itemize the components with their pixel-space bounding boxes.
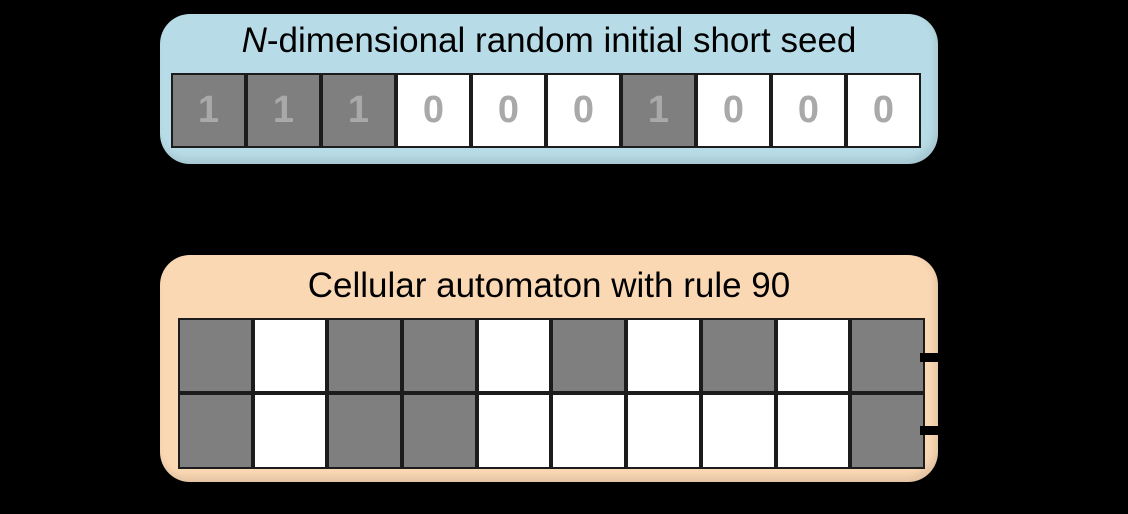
seed-cell-value: 0 xyxy=(797,89,820,131)
seed-title-text: -dimensional random initial short seed xyxy=(266,21,857,60)
ca-cell xyxy=(476,393,552,469)
seed-cell: 0 xyxy=(846,73,921,148)
ca-cell xyxy=(551,318,627,394)
seed-cell-value: 1 xyxy=(272,89,295,131)
seed-cell-value: 0 xyxy=(872,89,895,131)
seed-cell: 1 xyxy=(621,73,696,148)
cellular-automaton-panel-title: Cellular automaton with rule 90 xyxy=(307,266,791,305)
seed-cell-value: 1 xyxy=(347,89,370,131)
seed-cell: 0 xyxy=(696,73,771,148)
seed-cell-value: 0 xyxy=(572,89,595,131)
seed-cell: 0 xyxy=(471,73,546,148)
ca-cell xyxy=(252,393,328,469)
seed-cell: 0 xyxy=(771,73,846,148)
ca-cell xyxy=(626,393,701,469)
ca-cell xyxy=(626,318,701,394)
seed-cell: 0 xyxy=(546,73,621,148)
seed-cell-value: 0 xyxy=(722,89,745,131)
seed-cell-value: 1 xyxy=(647,89,670,131)
ca-cell xyxy=(178,393,253,469)
seed-cell: 1 xyxy=(246,73,321,148)
seed-cell: 1 xyxy=(321,73,396,148)
ca-cell xyxy=(327,393,403,469)
seed-cell: 0 xyxy=(396,73,471,148)
ca-cell xyxy=(402,318,477,394)
ca-cell xyxy=(551,393,627,469)
cellular-automaton-panel: Cellular automaton with rule 90 xyxy=(160,255,938,482)
seed-cell-value: 0 xyxy=(422,89,445,131)
seed-cell: 1 xyxy=(171,73,246,148)
cellular-automaton-grid xyxy=(178,318,925,469)
seed-cell-value: 0 xyxy=(497,89,520,131)
ca-cell xyxy=(775,318,851,394)
ca-cell xyxy=(850,318,925,394)
ca-cell xyxy=(700,318,776,394)
seed-row: 1 1 1 0 0 0 1 0 0 0 xyxy=(171,73,921,148)
row2-output-connector xyxy=(920,426,946,435)
seed-panel: N-dimensional random initial short seed … xyxy=(160,14,938,164)
ca-cell xyxy=(850,393,925,469)
ca-cell xyxy=(402,393,477,469)
seed-panel-title: N-dimensional random initial short seed xyxy=(160,20,938,62)
seed-cell-value: 1 xyxy=(197,89,220,131)
ca-cell xyxy=(178,318,253,394)
ca-cell xyxy=(327,318,403,394)
ca-cell xyxy=(252,318,328,394)
ca-cell xyxy=(775,393,851,469)
ca-cell xyxy=(476,318,552,394)
ca-cell xyxy=(700,393,776,469)
seed-title-variable-n: N xyxy=(241,21,267,60)
row1-output-connector xyxy=(920,353,946,362)
